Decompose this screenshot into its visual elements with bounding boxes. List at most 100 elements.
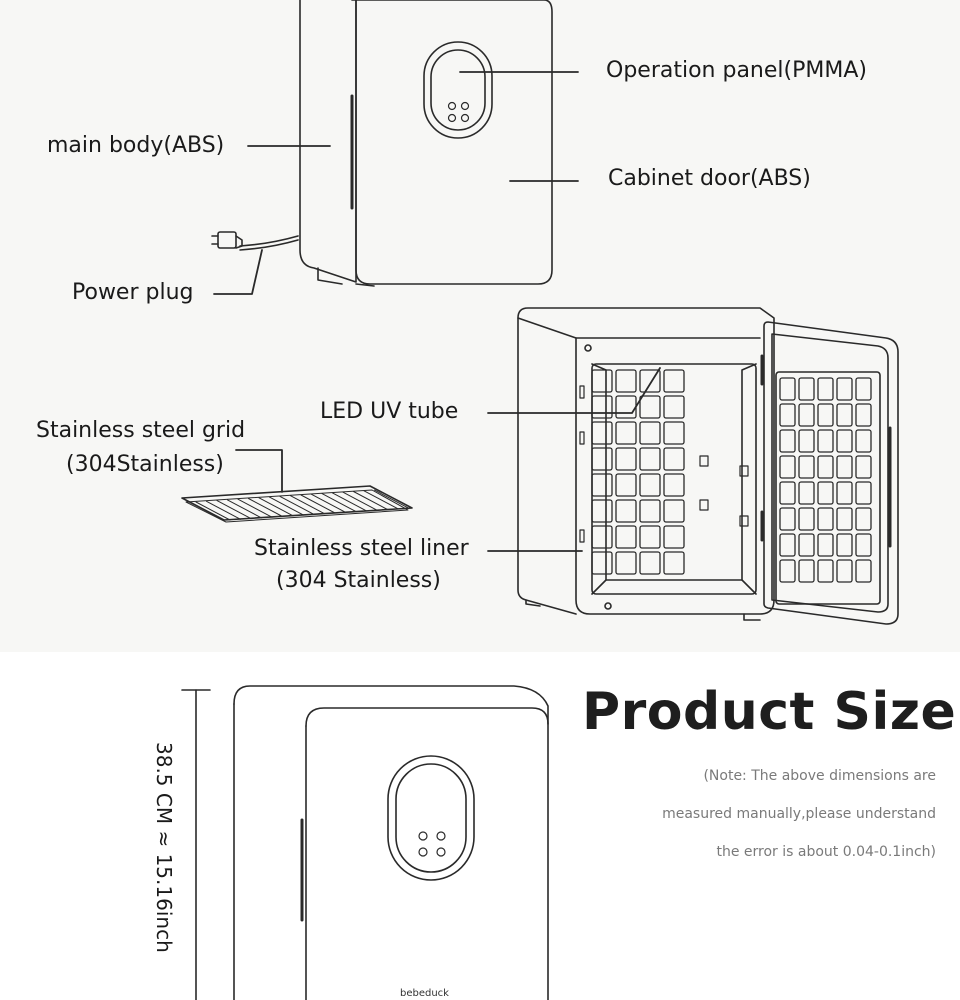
note-line-3: the error is about 0.04-0.1inch)	[716, 844, 936, 860]
uv-cell	[855, 533, 872, 557]
tray-bar	[300, 494, 336, 514]
leader-lines-middle	[235, 367, 661, 552]
uv-cell	[798, 455, 815, 479]
label-power-plug: Power plug	[72, 280, 194, 305]
uv-cell	[836, 429, 853, 453]
label-stainless-liner: Stainless steel liner	[254, 536, 469, 561]
uv-cell	[615, 447, 637, 471]
tray-bar	[227, 499, 262, 519]
uv-cell	[615, 395, 637, 419]
uv-cell	[817, 481, 834, 505]
tray-bar	[363, 490, 399, 510]
uv-cell	[615, 525, 637, 549]
uv-cell	[663, 369, 685, 393]
uv-cell	[779, 403, 796, 427]
height-dimension-label: 38.5 CM ≈ 15.16inch	[152, 742, 176, 953]
uv-cell	[639, 447, 661, 471]
uv-cell	[817, 429, 834, 453]
uv-cell	[798, 429, 815, 453]
size-cabinet-drawing	[181, 685, 549, 1000]
uv-cell	[817, 507, 834, 531]
stainless-grid-tray-drawing	[181, 485, 413, 523]
uv-cell	[817, 377, 834, 401]
uv-cell	[663, 447, 685, 471]
label-cabinet-door: Cabinet door(ABS)	[608, 166, 811, 191]
uv-cell	[779, 507, 796, 531]
uv-cell	[663, 499, 685, 523]
tray-bars	[195, 489, 409, 521]
uv-cell	[836, 455, 853, 479]
tray-bar	[321, 493, 357, 513]
note-line-1: (Note: The above dimensions are	[703, 768, 936, 784]
uv-cell	[615, 369, 637, 393]
uv-cell	[798, 481, 815, 505]
tray-bar	[342, 491, 378, 511]
open-cabinet-drawing	[517, 307, 899, 625]
tray-bar	[332, 492, 367, 512]
power-plug-drawing	[211, 231, 299, 251]
uv-cell	[817, 559, 834, 583]
closed-cabinet-drawing	[299, 0, 553, 287]
uv-cell	[663, 551, 685, 575]
uv-cell	[591, 551, 613, 575]
tray-bar	[195, 501, 231, 521]
label-main-body: main body(ABS)	[47, 133, 225, 158]
uv-cell	[663, 395, 685, 419]
uv-cell	[639, 525, 661, 549]
product-size-title: Product Size	[582, 682, 957, 742]
uv-cell	[836, 533, 853, 557]
tray-bar	[374, 489, 409, 509]
tray-bar	[258, 497, 294, 517]
tray-bar	[248, 498, 283, 517]
uv-cell	[798, 403, 815, 427]
uv-cell	[855, 455, 872, 479]
uv-cell	[615, 499, 637, 523]
uv-cell	[855, 429, 872, 453]
label-operation-panel: Operation panel(PMMA)	[606, 58, 867, 83]
tray-bar	[216, 500, 252, 520]
uv-cell	[591, 395, 613, 419]
door-uv-grid	[779, 377, 872, 583]
tray-bar	[269, 496, 304, 516]
brand-logo-text: bebeduck	[400, 988, 449, 999]
uv-cell	[798, 533, 815, 557]
uv-cell	[836, 403, 853, 427]
inner-uv-grid	[591, 369, 685, 575]
uv-cell	[639, 499, 661, 523]
uv-cell	[779, 559, 796, 583]
leader-lines-top	[213, 71, 579, 295]
uv-cell	[591, 499, 613, 523]
uv-cell	[639, 473, 661, 497]
uv-cell	[615, 421, 637, 445]
uv-cell	[615, 551, 637, 575]
uv-cell	[591, 447, 613, 471]
uv-cell	[798, 377, 815, 401]
uv-cell	[663, 421, 685, 445]
uv-cell	[663, 473, 685, 497]
tray-bar	[206, 500, 241, 520]
uv-cell	[855, 403, 872, 427]
uv-cell	[817, 403, 834, 427]
uv-cell	[779, 533, 796, 557]
uv-cell	[591, 369, 613, 393]
uv-cell	[591, 525, 613, 549]
tray-bar	[311, 493, 346, 513]
uv-cell	[798, 559, 815, 583]
uv-cell	[855, 507, 872, 531]
uv-cell	[836, 481, 853, 505]
tray-bar	[290, 495, 325, 515]
uv-cell	[615, 473, 637, 497]
tray-bar	[237, 498, 273, 518]
uv-cell	[639, 395, 661, 419]
label-stainless-grid: Stainless steel grid	[36, 418, 246, 443]
label-stainless-liner-material: (304 Stainless)	[276, 568, 441, 593]
uv-cell	[779, 377, 796, 401]
label-stainless-grid-material: (304Stainless)	[66, 452, 224, 477]
uv-cell	[663, 525, 685, 549]
uv-cell	[639, 551, 661, 575]
product-size-panel	[0, 652, 960, 1000]
uv-cell	[855, 377, 872, 401]
note-line-2: measured manually,please understand	[662, 806, 936, 822]
uv-cell	[591, 473, 613, 497]
